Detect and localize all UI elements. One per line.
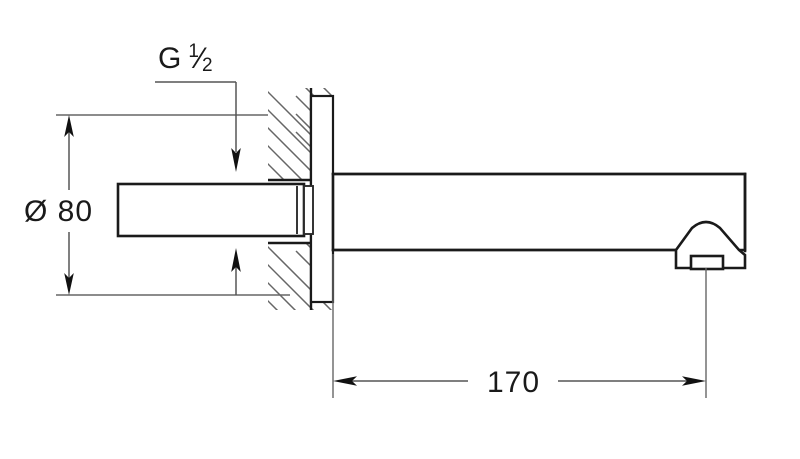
thread-arrow-up [231,248,241,272]
thread-label-prefix: G [158,42,182,75]
thread-callout-label: G 1 ⁄ 2 [158,41,213,78]
escutcheon-flange [309,94,335,304]
thread-callout-group [155,81,241,295]
projection-arrow-right [682,376,706,386]
projection-dimension-label: 170 [487,366,540,399]
thread-label-denominator: 2 [201,55,213,76]
thread-label-numerator: 1 [188,41,199,62]
diameter-dimension-group: Ø 80 [24,114,290,296]
diameter-dimension-label: Ø 80 [24,195,93,228]
projection-dimension-group: 170 [332,254,707,399]
projection-arrow-left [333,376,357,386]
inlet-pipe-assembly [116,182,314,238]
thread-arrow-down [231,148,241,172]
spout-outlet-detail [674,220,747,271]
thread-label-fraction-slash: ⁄ [197,42,203,75]
diameter-arrow-up [64,115,74,137]
diameter-arrow-down [64,273,74,295]
